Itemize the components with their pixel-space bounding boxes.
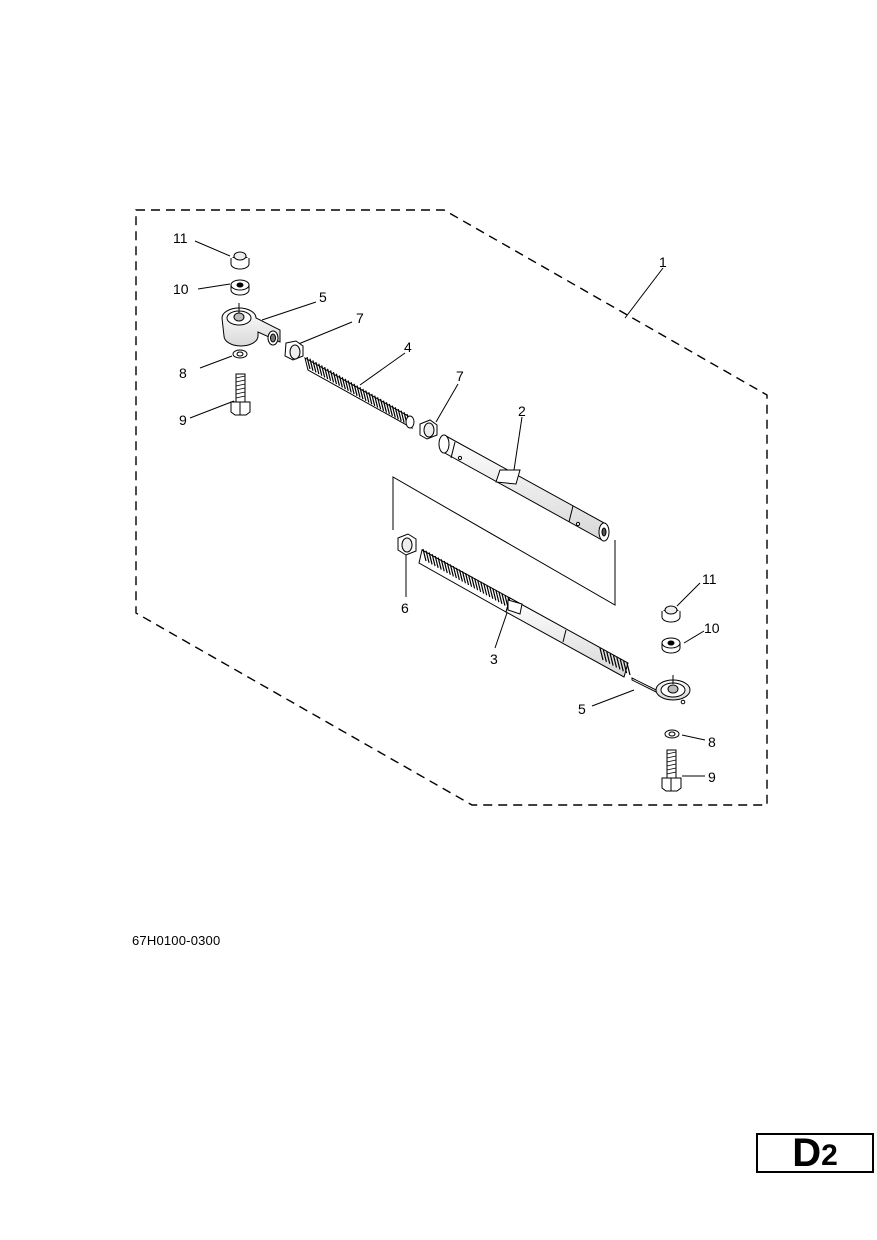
cap-nut-11-top [230,251,250,270]
nut-10-top [230,279,250,296]
callout-5-top: 5 [319,289,327,305]
callout-10-top: 10 [173,281,189,297]
callout-5-bottom: 5 [578,701,586,717]
callout-7-left: 7 [356,310,364,326]
callout-8-top: 8 [179,365,187,381]
nut-7-left [284,340,304,361]
callout-10-bottom: 10 [704,620,720,636]
callout-2: 2 [518,403,526,419]
leader-lines [189,240,706,777]
ball-joint-5-right [631,675,691,705]
callout-11-bottom: 11 [702,571,717,587]
page-label-box: D 2 [756,1133,874,1173]
page-label-number: 2 [821,1139,838,1172]
diagram-code: 67H0100-0300 [132,933,221,948]
bolt-9-top [230,373,251,416]
threaded-rod-4 [304,356,415,430]
callout-9-top: 9 [179,412,187,428]
inner-rod-3 [418,548,631,678]
washer-8-top [232,349,248,359]
washer-8-bottom [664,729,680,739]
page-label-letter: D [792,1131,822,1175]
nut-10-bottom [661,637,681,654]
subassembly-frame [392,476,616,606]
callout-6: 6 [401,600,409,616]
assembly-boundary [135,209,768,806]
bolt-9-bottom [661,749,682,792]
cap-nut-11-bottom [661,605,681,623]
callout-3: 3 [490,651,498,667]
callout-1: 1 [659,254,667,270]
ball-joint-5-left [221,303,281,347]
callout-4: 4 [404,339,412,355]
outer-tube-2 [438,434,610,542]
nut-7-middle [419,419,438,440]
callout-7-middle: 7 [456,368,464,384]
callout-8-bottom: 8 [708,734,716,750]
callout-11-top: 11 [173,230,188,246]
nut-6 [397,533,417,556]
callout-9-bottom: 9 [708,769,716,785]
callout-labels: 1 2 3 4 5 5 6 7 7 8 8 9 9 10 10 11 11 [173,230,720,785]
